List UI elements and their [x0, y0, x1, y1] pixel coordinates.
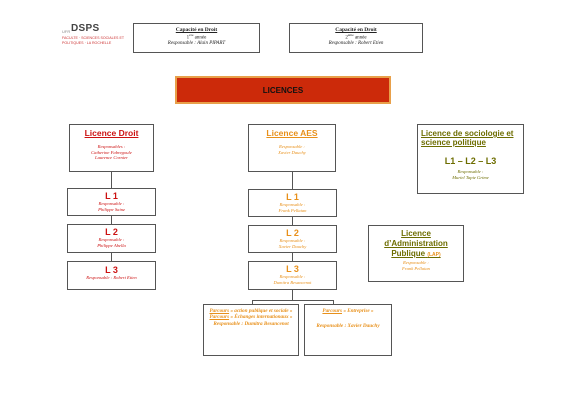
licence-lap-resp: Frank Pellatan	[402, 265, 430, 271]
licences-banner-label: LICENCES	[262, 85, 304, 95]
parcours-entreprise-box: Parcours « Entreprise » Responsable : Xa…	[304, 304, 392, 356]
droit-l2-label: L 2	[105, 227, 118, 237]
licence-droit-title: Licence Droit	[84, 128, 139, 138]
licence-aes-title: Licence AES	[266, 128, 318, 138]
droit-l2-box: L 2 Responsable : Philippe Abella	[67, 224, 156, 253]
droit-l3-label: L 3	[105, 265, 118, 275]
aes-l2-resp: Xavier Dauchy	[278, 243, 307, 249]
connector	[333, 300, 334, 304]
licence-sociologie-box: Licence de sociologie et science politiq…	[417, 124, 524, 194]
licence-aes-resp-1: Xavier Dauchy	[278, 149, 306, 155]
parcours-echanges-internationaux: Parcours « Échanges internationaux »	[209, 314, 293, 321]
connector	[292, 217, 293, 225]
droit-l1-resp: Philippe Sainz	[98, 206, 125, 212]
aes-l2-label: L 2	[286, 228, 299, 238]
parcours-entreprise-resp: Responsable : Xavier Dauchy	[316, 323, 380, 330]
connector	[111, 216, 112, 224]
capacite-1ere-title: Capacité en Droit	[175, 27, 218, 33]
aes-l3-resp-label: Responsable :	[279, 274, 306, 279]
parcours-action-publique-resp: Responsable : Dumitra Besancenot	[213, 320, 289, 327]
logo-subtitle: FACULTE · SCIENCES SOCIALES ET POLITIQUE…	[62, 36, 124, 45]
aes-l3-label: L 3	[286, 264, 299, 274]
droit-l3-box: L 3 Responsable : Robert Etien	[67, 261, 156, 290]
connector	[111, 172, 112, 188]
capacite-2eme-responsable: Responsable : Robert Etien	[328, 40, 384, 46]
aes-l1-resp: Frank Pellatan	[278, 207, 307, 213]
droit-l1-label: L 1	[105, 191, 118, 201]
aes-l1-resp-label: Responsable :	[279, 202, 306, 207]
licence-droit-resp-1: Catherine Fabregoule	[91, 149, 132, 155]
licence-lap-title: Licence d’Administration Publique (LAP)	[384, 229, 448, 258]
connector	[252, 300, 333, 301]
logo-name: DSPS	[71, 23, 100, 34]
connector	[252, 300, 253, 304]
licence-sociologie-resp: Muriel Tapie Grime	[452, 174, 489, 180]
droit-l3-resp: Responsable : Robert Etien	[86, 275, 137, 280]
licence-lap-resp-label: Responsable :	[403, 260, 429, 265]
licence-droit-resp-2: Laurence Cornier	[95, 155, 128, 161]
capacite-2eme-title: Capacité en Droit	[335, 27, 377, 33]
droit-l2-resp: Philippe Abella	[97, 242, 126, 248]
capacite-1ere-box: Capacité en Droit 1ère année Responsable…	[133, 23, 260, 53]
capacite-2eme-box: Capacité en Droit 2ème année Responsable…	[289, 23, 423, 53]
droit-l1-box: L 1 Responsable : Philippe Sainz	[67, 188, 156, 216]
licence-aes-resp-label: Responsable :	[279, 144, 305, 149]
logo-prefix: UFR	[62, 29, 71, 34]
aes-l2-resp-label: Responsable :	[279, 238, 306, 243]
licence-droit-resp-label: Responsables :	[97, 144, 126, 149]
aes-l1-box: L 1 Responsable : Frank Pellatan	[248, 189, 337, 217]
licence-droit-box: Licence Droit Responsables : Catherine F…	[69, 124, 154, 172]
licence-aes-box: Licence AES Responsable : Xavier Dauchy	[248, 124, 336, 172]
parcours-entreprise: Parcours « Entreprise »	[322, 308, 374, 314]
capacite-1ere-responsable: Responsable : Alain PIPART	[167, 40, 226, 46]
capacite-2eme-year: 2ème année	[345, 33, 367, 41]
aes-l1-label: L 1	[286, 192, 299, 202]
connector	[111, 253, 112, 261]
connector	[292, 172, 293, 189]
licence-sociologie-levels: L1 – L2 – L3	[444, 156, 497, 166]
parcours-action-publique: Parcours « action publique et sociale »	[209, 308, 293, 314]
licence-sociologie-resp-label: Responsable :	[457, 169, 484, 174]
parcours-action-publique-box: Parcours « action publique et sociale » …	[203, 304, 299, 356]
aes-l2-box: L 2 Responsable : Xavier Dauchy	[248, 225, 337, 253]
licence-sociologie-title: Licence de sociologie et science politiq…	[421, 129, 514, 147]
licences-banner: LICENCES	[175, 76, 391, 104]
aes-l3-resp: Dumitra Besancenot	[273, 279, 312, 285]
licence-lap-box: Licence d’Administration Publique (LAP) …	[368, 225, 464, 282]
connector	[292, 290, 293, 300]
capacite-1ere-year: 1ère année	[186, 33, 207, 41]
aes-l3-box: L 3 Responsable : Dumitra Besancenot	[248, 261, 337, 290]
connector	[292, 253, 293, 261]
droit-l1-resp-label: Responsable :	[98, 201, 125, 206]
droit-l2-resp-label: Responsable :	[98, 237, 125, 242]
